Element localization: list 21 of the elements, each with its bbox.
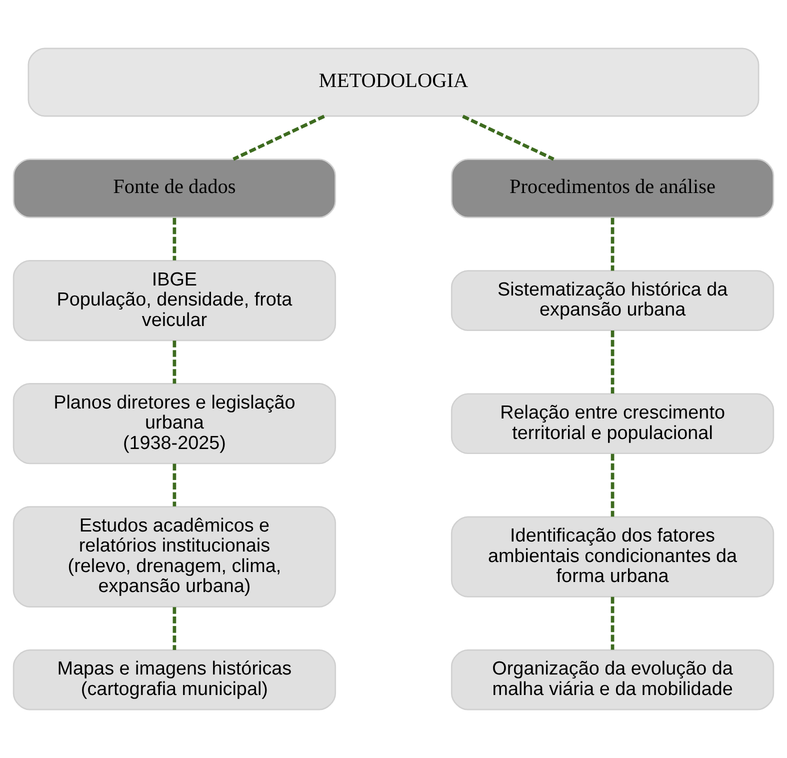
connector: [172, 218, 176, 260]
connector: [610, 596, 614, 650]
node-box: Organização da evolução da malha viária e da mobilidade: [450, 649, 774, 710]
connector: [610, 330, 614, 394]
node-box: Mapas e imagens históricas (cartografia municipal): [12, 649, 336, 710]
node-box: Fonte de dados: [12, 158, 336, 218]
node-box: Identificação dos fatores ambientais condicionantes da forma urbana: [450, 516, 774, 598]
node-box: Relação entre crescimento territorial e populacional: [450, 393, 774, 454]
connector: [232, 114, 325, 161]
node-box: Procedimentos de análise: [450, 158, 774, 218]
connector: [610, 218, 614, 271]
connector: [172, 464, 176, 506]
connector: [462, 114, 554, 161]
node-box: Planos diretores e legislação urbana (1938-2025): [12, 383, 336, 464]
node-box: Estudos acadêmicos e relatórios institucionais (relevo, drenagem, clima, expansão urbana): [12, 506, 336, 608]
connector: [610, 454, 614, 517]
node-box: IBGE População, densidade, frota veicular: [12, 260, 336, 342]
node-box: Sistematização histórica da expansão urbana: [450, 270, 774, 331]
connector: [172, 340, 176, 384]
connector: [172, 607, 176, 650]
node-box: METODOLOGIA: [28, 48, 760, 117]
